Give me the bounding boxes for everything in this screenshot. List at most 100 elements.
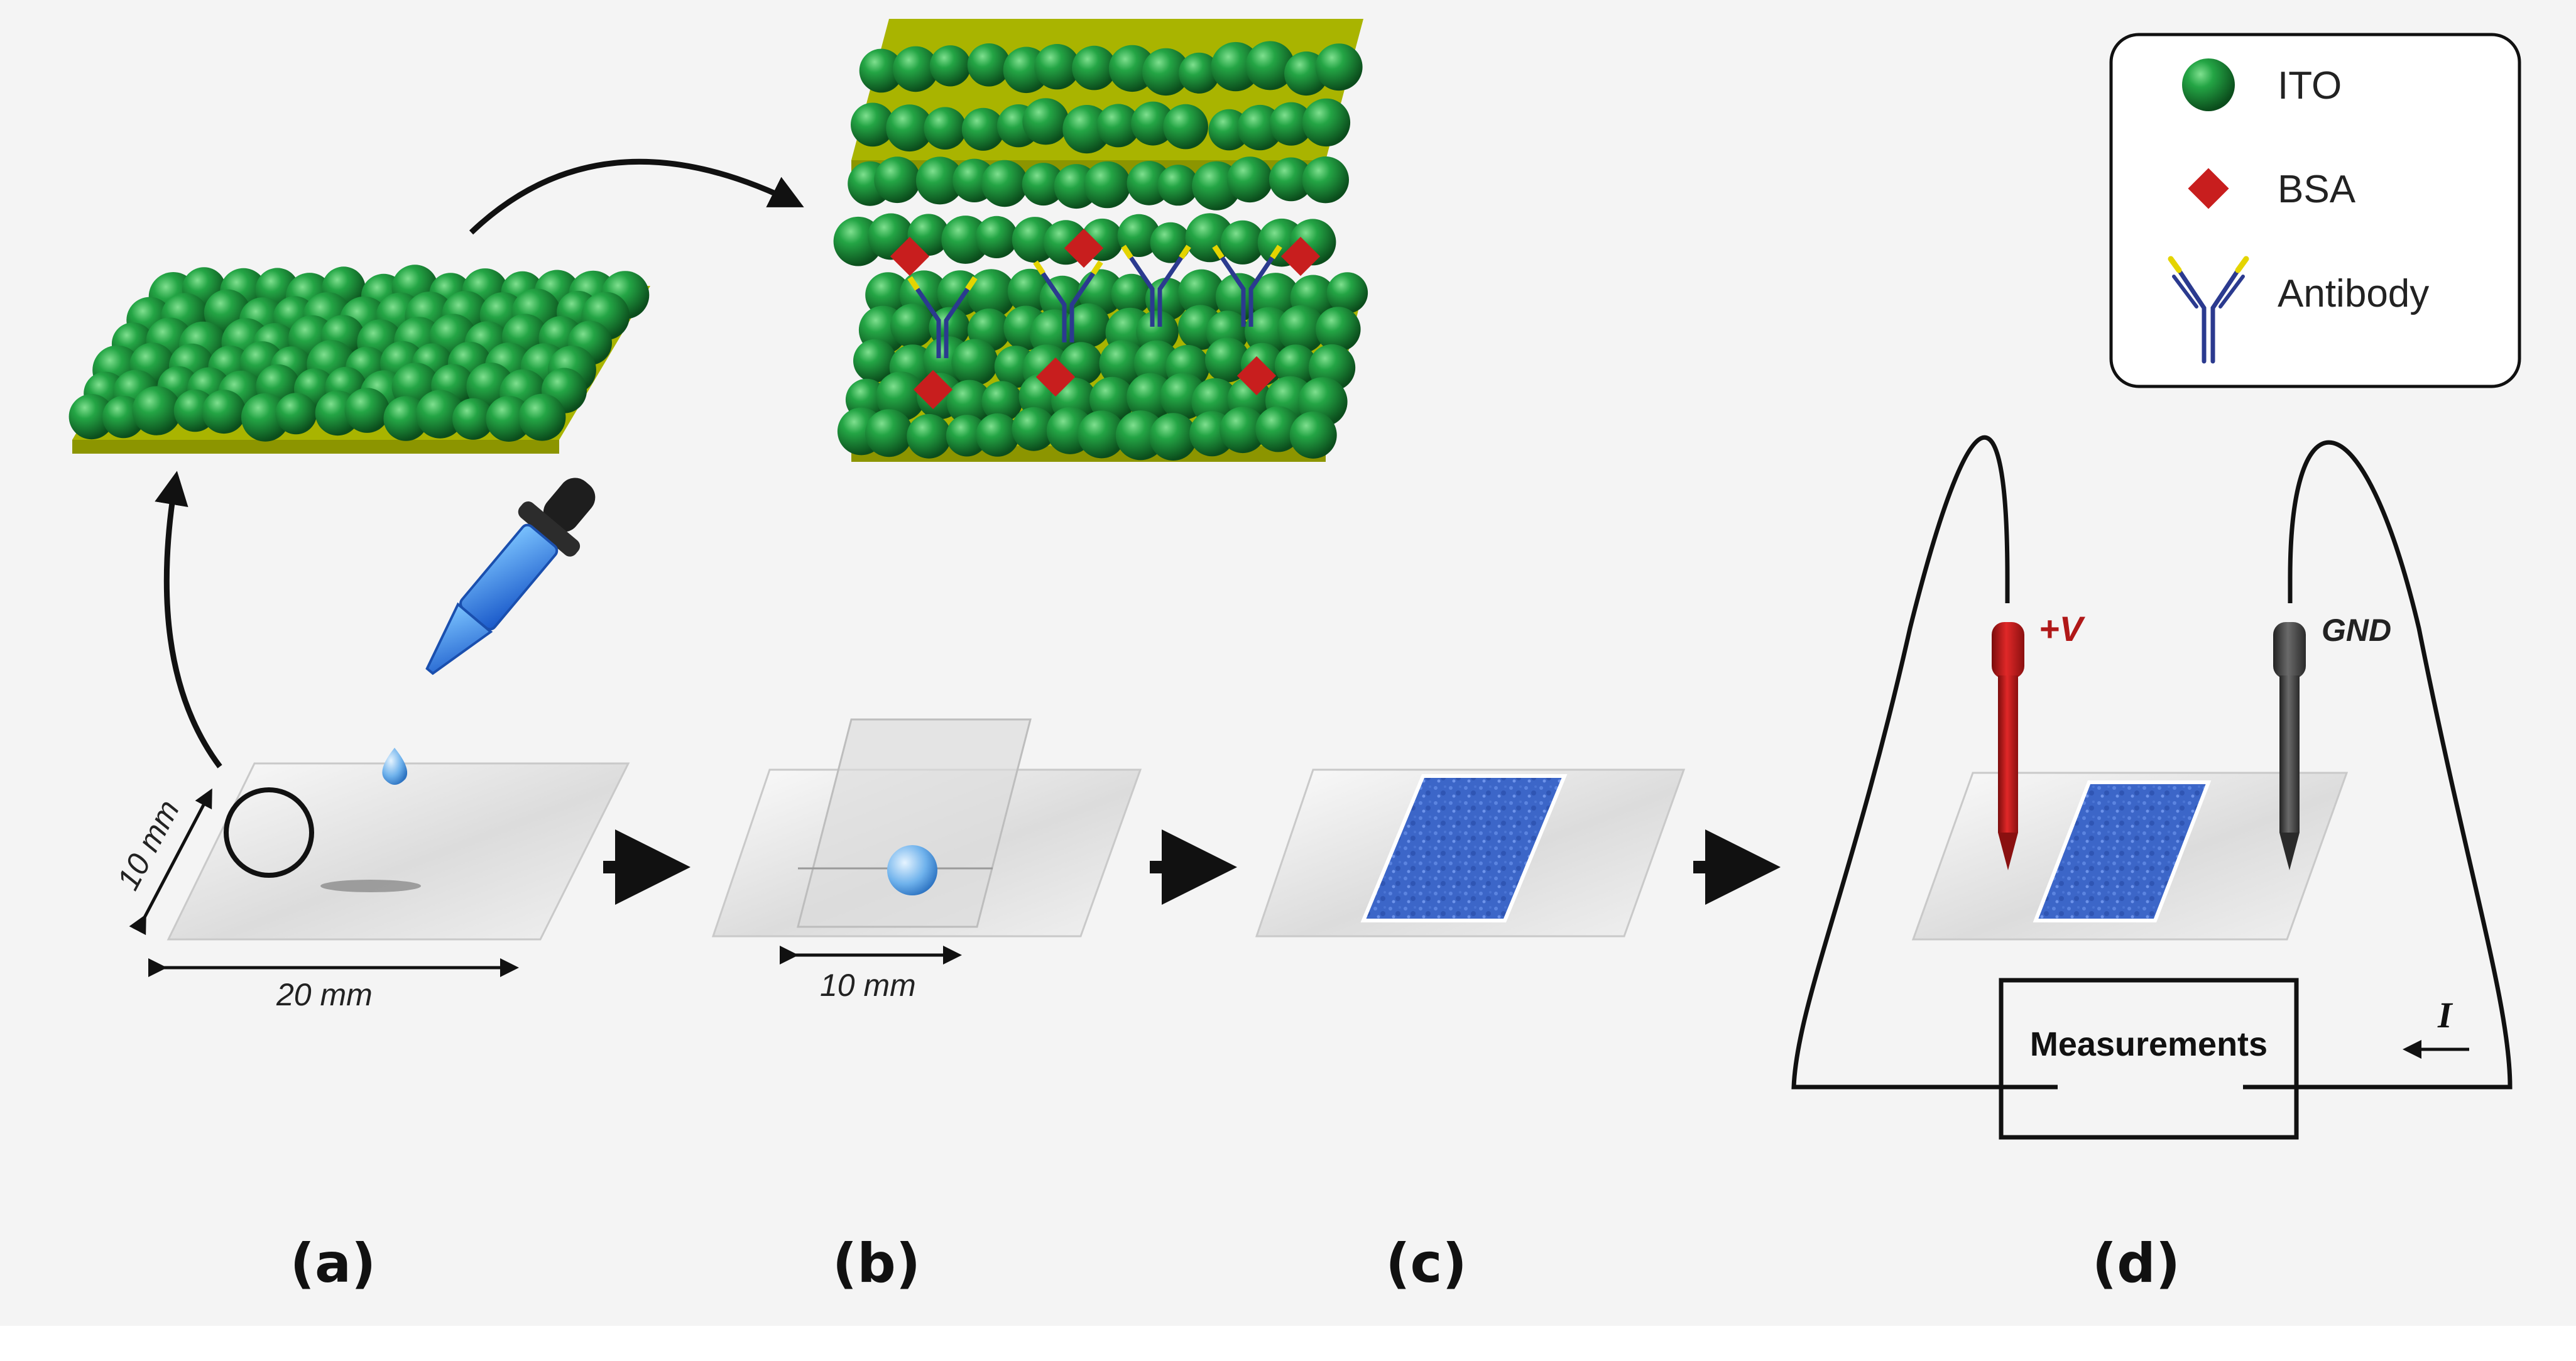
ito-sphere bbox=[1255, 406, 1301, 452]
antibody-tip bbox=[1212, 244, 1282, 260]
ito-sphere bbox=[1289, 411, 1337, 459]
wire-positive bbox=[1791, 435, 2058, 1090]
ito-sphere bbox=[915, 156, 964, 205]
antibody-tip bbox=[1121, 244, 1191, 260]
curved-arrow-to-sandwich bbox=[469, 158, 804, 235]
ito-sphere bbox=[1136, 310, 1179, 353]
ito-sphere bbox=[976, 413, 1020, 457]
droplet-icon bbox=[887, 845, 937, 895]
ito-sphere bbox=[907, 413, 951, 459]
legend-item-antibody: Antibody bbox=[2168, 256, 2429, 364]
panel-d-measurement: +V GND Measurements I bbox=[1791, 435, 2513, 1140]
ito-sphere bbox=[1150, 222, 1191, 263]
ito-sphere-upper-layer bbox=[833, 41, 1363, 267]
ito-sphere bbox=[924, 107, 966, 150]
zoom-circle bbox=[224, 787, 314, 878]
ito-sphere bbox=[1277, 305, 1326, 354]
probe-label-ground: GND bbox=[2322, 613, 2391, 648]
pipette-icon bbox=[425, 478, 596, 675]
ito-sphere bbox=[981, 381, 1023, 422]
ito-sphere bbox=[951, 339, 998, 386]
ito-sphere bbox=[1205, 337, 1250, 383]
ito-sphere bbox=[1245, 41, 1295, 90]
ito-sphere bbox=[1117, 214, 1160, 257]
legend-label-ito: ITO bbox=[2278, 64, 2342, 107]
ground-probe bbox=[2273, 622, 2306, 870]
ito-sphere bbox=[415, 390, 465, 439]
ito-sphere bbox=[202, 390, 246, 434]
antibody-tip bbox=[907, 276, 978, 291]
ito-sphere bbox=[1149, 413, 1198, 461]
ito-sphere bbox=[1211, 41, 1260, 92]
ito-sphere bbox=[1072, 45, 1116, 90]
ito-sphere bbox=[1142, 48, 1190, 96]
ito-sphere bbox=[886, 104, 933, 152]
ito-sphere bbox=[68, 394, 114, 440]
ito-sphere bbox=[1131, 101, 1176, 146]
ito-sphere bbox=[853, 339, 897, 383]
legend-box bbox=[2109, 33, 2521, 388]
ito-sphere bbox=[893, 46, 939, 92]
ito-sphere bbox=[1111, 273, 1152, 315]
ito-sphere bbox=[975, 216, 1018, 258]
ito-sphere-layer bbox=[68, 265, 650, 442]
ito-sphere bbox=[967, 43, 1011, 87]
legend: ITO BSA Antibody bbox=[2109, 33, 2521, 388]
ito-sphere bbox=[1226, 156, 1273, 203]
ito-sphere bbox=[1096, 104, 1140, 148]
ito-sphere bbox=[452, 398, 494, 440]
ito-sphere bbox=[344, 388, 390, 433]
substrate-edge bbox=[72, 440, 559, 454]
ito-sphere bbox=[941, 216, 990, 264]
ito-sphere bbox=[1066, 303, 1110, 347]
panel-label-a: (a) bbox=[290, 1232, 376, 1295]
ito-sphere bbox=[966, 269, 1016, 319]
ito-sphere bbox=[1269, 157, 1313, 202]
ito-sphere bbox=[1179, 52, 1220, 94]
ito-sphere bbox=[890, 303, 935, 348]
ito-sphere bbox=[1022, 98, 1069, 145]
ito-sphere bbox=[981, 160, 1029, 207]
ito-sphere bbox=[1220, 407, 1266, 454]
panel-c-slide bbox=[1255, 768, 1686, 937]
ito-sphere bbox=[851, 102, 895, 147]
ito-sphere bbox=[1078, 410, 1126, 459]
ito-sphere bbox=[876, 371, 926, 422]
ito-sphere bbox=[1157, 165, 1199, 206]
liquid-drop-icon bbox=[382, 748, 408, 785]
ito-sphere bbox=[865, 409, 913, 457]
ito-sphere bbox=[1302, 98, 1351, 147]
probe-label-positive: +V bbox=[2039, 609, 2086, 648]
ito-sphere bbox=[1316, 307, 1361, 352]
ito-sphere-icon bbox=[2182, 58, 2235, 111]
ito-sphere bbox=[946, 380, 992, 425]
dimension-label-width: 20 mm bbox=[276, 977, 373, 1012]
legend-item-bsa: BSA bbox=[2188, 168, 2356, 211]
ito-sphere bbox=[1127, 373, 1174, 421]
ito-sphere bbox=[1034, 44, 1080, 90]
bsa-marker bbox=[1035, 357, 1076, 397]
panel-label-c: (c) bbox=[1385, 1232, 1467, 1295]
legend-label-antibody: Antibody bbox=[2278, 272, 2429, 315]
ito-sphere bbox=[961, 107, 1005, 151]
panel-label-b: (b) bbox=[832, 1232, 920, 1295]
panel-b-slide: 10 mm bbox=[711, 718, 1142, 1003]
ito-sphere bbox=[132, 386, 182, 435]
ito-sphere bbox=[874, 156, 920, 204]
legend-item-ito: ITO bbox=[2182, 58, 2342, 111]
measurement-box bbox=[1999, 978, 2299, 1140]
panel-label-d: (d) bbox=[2092, 1232, 2180, 1295]
ito-sphere bbox=[486, 396, 532, 442]
ito-coated-substrate bbox=[68, 265, 650, 454]
slide-shadow-a bbox=[320, 880, 421, 892]
ito-sphere bbox=[1326, 272, 1368, 314]
ito-sphere bbox=[275, 393, 317, 435]
antibody-marker bbox=[1041, 272, 1095, 342]
antibody-marker bbox=[915, 288, 969, 358]
coated-area-d bbox=[2033, 780, 2212, 922]
panel-a-slide: 10 mm 20 mm bbox=[110, 478, 630, 1012]
ito-sphere bbox=[1022, 163, 1065, 206]
ito-sphere bbox=[1315, 43, 1363, 91]
ito-sphere bbox=[1220, 220, 1265, 265]
dimension-arrow-depth bbox=[129, 788, 212, 936]
